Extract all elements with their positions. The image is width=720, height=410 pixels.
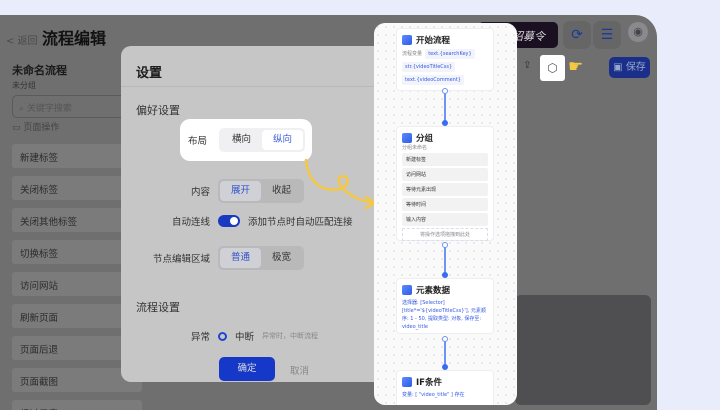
if-icon — [402, 377, 412, 387]
node-if[interactable]: IF条件 变量: [ "video_title" ] 存在 — [396, 370, 494, 405]
editarea-segmented: 普通极宽 — [218, 246, 304, 270]
node-desc: 选择器: [Selector] [title*='${videoTitleCss… — [402, 300, 486, 330]
node-group[interactable]: 分组 分组未命名 新建标签 访问网站 等待元素出现 等待时间 输入内容 将操作选… — [396, 126, 494, 241]
option-vertical[interactable]: 纵向 — [262, 130, 304, 150]
port[interactable] — [442, 120, 448, 126]
group-op[interactable]: 输入内容 — [402, 213, 488, 226]
refresh-icon[interactable]: ⟳ — [563, 21, 591, 49]
content-label: 内容 — [190, 187, 210, 198]
page-title: 流程编辑 — [42, 29, 107, 48]
flow-name: 未命名流程 — [12, 64, 67, 77]
node-desc: 变量: [ "video_title" ] 存在 — [402, 392, 465, 398]
back-link[interactable]: < 返回 — [6, 36, 38, 47]
sidebar-item[interactable]: 访问网站 — [12, 272, 142, 296]
var-chip: text.{videoComment} — [402, 75, 464, 85]
port[interactable] — [442, 242, 448, 248]
autoconnect-row: 自动连线 添加节点时自动匹配连接 — [150, 214, 353, 228]
node-element-data[interactable]: 元素数据 选择器: [Selector] [title*='${videoTit… — [396, 278, 494, 334]
settings-gear-icon[interactable]: ⬡ — [540, 55, 565, 81]
sidebar-item[interactable]: 页面后退 — [12, 336, 142, 360]
sidebar-item[interactable]: 切换标签 — [12, 240, 142, 264]
confirm-button[interactable]: 确定 — [219, 357, 275, 381]
node-title: IF条件 — [416, 378, 442, 388]
layout-label: 布局 — [188, 136, 208, 147]
category-label: 页面操作 — [23, 123, 60, 133]
autoconnect-text: 添加节点时自动匹配连接 — [248, 217, 353, 228]
connector — [444, 93, 446, 123]
var-label: 流程变量 — [402, 51, 423, 57]
element-icon — [402, 285, 412, 295]
group-subtitle: 分组未命名 — [402, 145, 428, 151]
editarea-row: 节点编辑区域 普通极宽 — [150, 246, 304, 270]
error-hint: 异常时，中断流程 — [262, 332, 319, 340]
export-icon[interactable]: ⇪ — [523, 60, 532, 71]
group-op[interactable]: 访问网站 — [402, 168, 488, 181]
divider — [121, 86, 411, 87]
browser-icon: ▭ — [12, 123, 24, 133]
group-op[interactable]: 等待时间 — [402, 198, 488, 211]
layout-row: 布局 横向纵向 — [180, 128, 306, 152]
sidebar-item[interactable]: 关闭标签 — [12, 176, 142, 200]
option-expand[interactable]: 展开 — [220, 181, 261, 201]
section-preferences: 偏好设置 — [136, 104, 180, 117]
start-icon — [402, 35, 412, 45]
app-window: < 返回 流程编辑 招募令 ⟳ ☰ ◉ 未命名流程 未分组 ⌕ 关键字搜索 ▭ … — [0, 15, 657, 410]
port[interactable] — [442, 272, 448, 278]
canvas-preview — [515, 295, 651, 405]
content-row: 内容 展开收起 — [150, 179, 304, 203]
option-collapse[interactable]: 收起 — [271, 185, 291, 196]
option-normal[interactable]: 普通 — [220, 248, 261, 268]
node-start[interactable]: 开始流程 流程变量 text.{searchKey} str.{videoTit… — [396, 28, 494, 91]
node-title: 元素数据 — [416, 286, 451, 296]
var-chip: str.{videoTitleCss} — [402, 62, 456, 72]
content-segmented: 展开收起 — [218, 179, 304, 203]
sidebar-item[interactable]: 关闭其他标签 — [12, 208, 142, 232]
node-title: 开始流程 — [416, 36, 451, 46]
node-title: 分组 — [416, 134, 434, 144]
editarea-label: 节点编辑区域 — [152, 254, 210, 265]
group-op[interactable]: 等待元素出现 — [402, 183, 488, 196]
sidebar-item[interactable]: 页面截图 — [12, 368, 142, 392]
error-row: 异常 中断 异常时，中断流程 — [150, 329, 318, 343]
avatar[interactable]: ◉ — [628, 22, 648, 42]
sidebar-item[interactable]: 刷新页面 — [12, 304, 142, 328]
group-op[interactable]: 新建标签 — [402, 153, 488, 166]
autoconnect-label: 自动连线 — [171, 217, 210, 228]
modal-title: 设置 — [136, 66, 163, 81]
settings-modal: 设置 偏好设置 内容 展开收起 自动连线 添加节点时自动匹配连接 节点编辑区域 … — [121, 46, 411, 382]
var-chip: text.{searchKey} — [425, 49, 475, 59]
error-label: 异常 — [190, 332, 210, 343]
list-icon[interactable]: ☰ — [593, 21, 621, 49]
search-icon: ⌕ — [19, 104, 27, 114]
drop-zone[interactable]: 将操作选项拖拽到此处 — [402, 228, 488, 241]
flow-group: 未分组 — [12, 81, 36, 90]
option-wide[interactable]: 极宽 — [271, 252, 291, 263]
layout-highlight: 布局 横向纵向 — [180, 119, 312, 161]
option-horizontal[interactable]: 横向 — [232, 134, 252, 145]
section-flow: 流程设置 — [136, 301, 180, 314]
option-interrupt[interactable]: 中断 — [235, 332, 255, 343]
cancel-button[interactable]: 取消 — [290, 366, 310, 377]
connector — [444, 339, 446, 367]
sidebar-item[interactable]: 经过元素 — [12, 400, 142, 410]
connector — [444, 245, 446, 275]
port[interactable] — [442, 336, 448, 342]
save-label: 保存 — [625, 62, 646, 73]
group-icon — [402, 133, 412, 143]
port[interactable] — [442, 88, 448, 94]
radio-interrupt[interactable] — [218, 331, 227, 341]
curly-arrow-icon — [304, 158, 378, 210]
layout-segmented: 横向纵向 — [219, 128, 306, 152]
flow-preview-panel: 开始流程 流程变量 text.{searchKey} str.{videoTit… — [374, 23, 517, 405]
port[interactable] — [442, 364, 448, 370]
pointing-hand-icon: ☛ — [568, 57, 584, 77]
sidebar-item[interactable]: 新建标签 — [12, 144, 142, 168]
category-page-ops: ▭ 页面操作 — [12, 123, 59, 134]
search-placeholder: 关键字搜索 — [26, 104, 72, 114]
save-button[interactable]: ▣ 保存 — [609, 57, 650, 78]
autoconnect-toggle[interactable] — [218, 215, 240, 227]
